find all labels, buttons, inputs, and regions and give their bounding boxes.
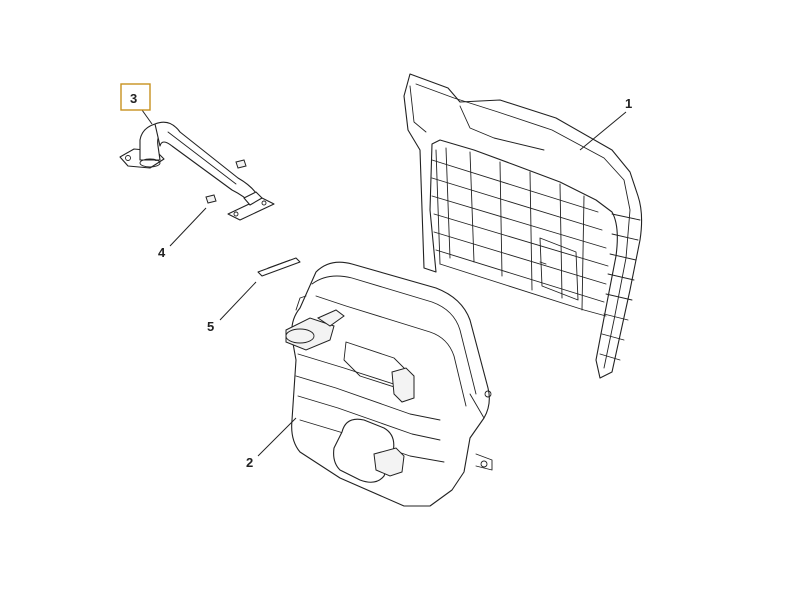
callout-label-4[interactable]: 4 (158, 245, 166, 260)
muffler-part (285, 261, 493, 507)
leader-line-3 (141, 109, 153, 125)
leader-line-4 (169, 207, 207, 247)
leader-line-5 (219, 281, 257, 321)
leader-line-1 (579, 111, 627, 151)
callout-3-highlight-box (120, 83, 151, 111)
callout-label-5[interactable]: 5 (207, 319, 214, 334)
exhaust-pipe-part (119, 121, 275, 221)
leader-line-2 (257, 417, 297, 457)
callout-label-2[interactable]: 2 (246, 455, 253, 470)
callout-label-1[interactable]: 1 (625, 96, 632, 111)
callout-label-3[interactable]: 3 (130, 91, 137, 106)
heat-shield-cage-part (403, 73, 643, 379)
gasket-part (257, 257, 301, 277)
